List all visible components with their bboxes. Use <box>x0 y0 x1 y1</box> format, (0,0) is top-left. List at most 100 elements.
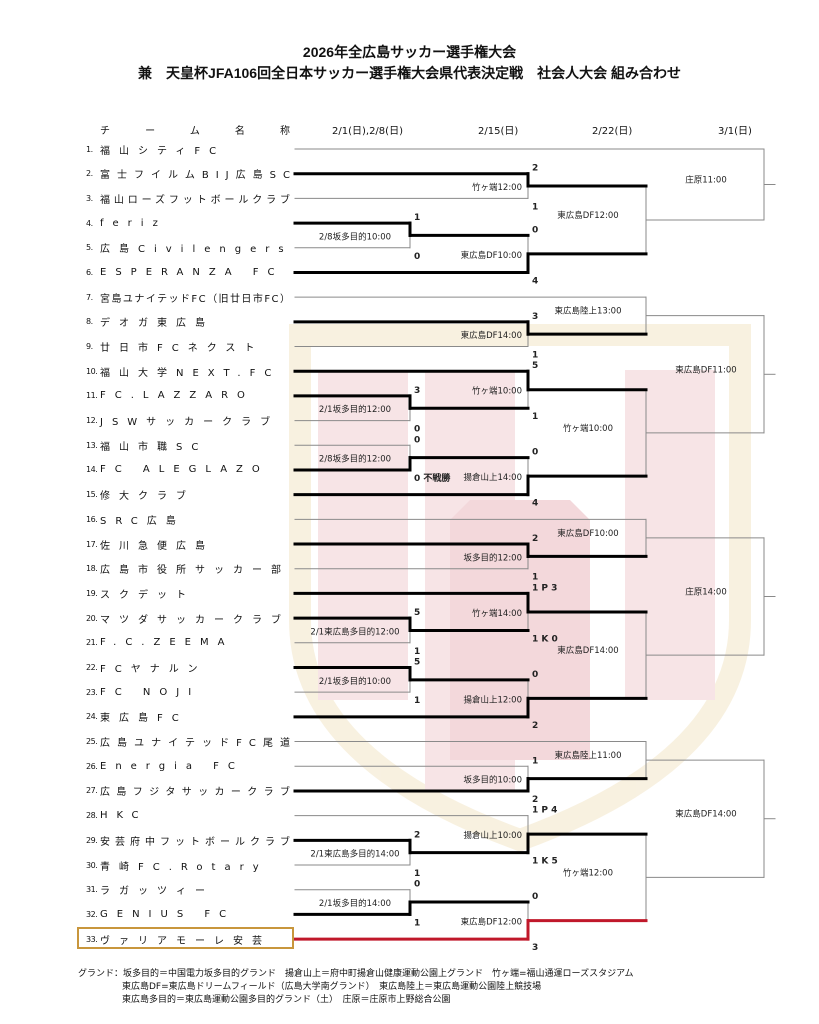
match-score-top: 1 <box>414 213 420 223</box>
team-number: 12. <box>86 416 98 426</box>
team-number: 5. <box>86 243 93 253</box>
match-score-top: 0 <box>532 225 538 235</box>
team-name: デオガ東広島 <box>100 318 214 330</box>
team-name: JSWサッカークラブ <box>100 417 280 429</box>
match-score-top: 0 <box>532 448 538 458</box>
team-number: 24. <box>86 712 98 722</box>
team-row: 8. デオガ東広島 <box>86 314 214 330</box>
team-number: 2. <box>86 169 93 179</box>
round2-date-header: 2/15(日) <box>478 126 519 137</box>
match-venue-label: 竹ヶ端10:00 <box>472 386 522 397</box>
team-number: 7. <box>86 292 93 302</box>
match-score-bottom: 1 <box>532 351 538 361</box>
team-name: ESPERANZA FC <box>100 266 284 278</box>
match-score-bottom: 1 <box>532 573 538 583</box>
team-name: 広島市役所サッカー部 <box>100 565 290 577</box>
match-score-bottom: 4 <box>532 276 538 286</box>
match-score-top: 2 <box>532 534 538 544</box>
match-venue-label: 揚倉山上12:00 <box>464 694 523 705</box>
team-row: 31.ラガッツィー <box>86 882 214 898</box>
team-number: 27. <box>86 786 98 796</box>
match-venue-label: 2/1東広島多目的14:00 <box>310 849 399 860</box>
team-row: 13.福山市職SC <box>86 437 207 453</box>
team-name: F.C.ZEEMA <box>100 637 234 649</box>
team-number: 6. <box>86 267 93 277</box>
team-row: 6. ESPERANZA FC <box>86 264 283 280</box>
team-row: 28.HKC <box>86 808 148 824</box>
team-name: 福山シティFC <box>100 145 226 157</box>
team-row: 18.広島市役所サッカー部 <box>86 561 290 577</box>
match-score-bottom: 0 <box>414 252 420 262</box>
match-venue-label: 庄原11:00 <box>685 174 727 185</box>
team-number: 32. <box>86 909 98 919</box>
team-name: 青崎FC.Rotary <box>100 861 268 873</box>
team-name: マツダサッカークラブ <box>100 614 290 626</box>
team-row: 3.福山ローズフットボールクラブ <box>86 190 294 206</box>
team-name: 福山大学NEXT.FC <box>100 367 281 379</box>
match-venue-label: 東広島DF12:00 <box>557 210 618 221</box>
team-number: 21. <box>86 638 98 648</box>
team-row: 24.東広島FC <box>86 709 188 725</box>
team-name: 福山市職SC <box>100 441 208 453</box>
match-score-bottom: 1 <box>532 202 538 212</box>
team-number: 15. <box>86 490 98 500</box>
team-number: 1. <box>86 144 93 154</box>
team-name: 広島Civilengers <box>100 244 293 256</box>
team-name: GENIUS FC <box>100 908 236 920</box>
match-venue-label: 東広島DF14:00 <box>461 330 522 341</box>
team-number: 9. <box>86 342 93 352</box>
team-row: 2. 富士フイルムBIJ広島SC <box>86 166 297 182</box>
team-row: 33.ヴァリアモーレ安芸 <box>86 931 271 947</box>
match-venue-label: 東広島陸上13:00 <box>555 306 622 317</box>
team-row: 21.F.C.ZEEMA <box>86 635 233 651</box>
team-row: 26.Energia FC <box>86 758 244 774</box>
team-number: 22. <box>86 662 98 672</box>
match-venue-label: 竹ヶ端12:00 <box>563 867 613 878</box>
match-venue-label: 竹ヶ端10:00 <box>563 423 613 434</box>
match-score-top: 0 <box>532 670 538 680</box>
team-row: 9. 廿日市FCネクスト <box>86 339 263 355</box>
match-score-top: 1 P 4 <box>532 806 557 816</box>
match-venue-label: 2/1坂多目的12:00 <box>319 404 391 415</box>
team-name: 修大クラブ <box>100 491 195 503</box>
team-row: 17.佐川急便広島 <box>86 536 214 552</box>
team-name: 廿日市FCネクスト <box>100 343 264 355</box>
match-score-top: 5 <box>532 361 538 371</box>
match-venue-label: 揚倉山上10:00 <box>464 830 523 841</box>
team-row: 7.宮島ユナイテッドFC（旧廿日市FC） <box>86 289 291 305</box>
team-number: 4. <box>86 218 93 228</box>
match-venue-label: 東広島DF10:00 <box>557 528 618 539</box>
match-score-bottom: 0 不戦勝 <box>414 472 451 484</box>
team-row: 11.FC.LAZZARO <box>86 388 254 404</box>
team-row: 27.広島フジタサッカークラブ <box>86 783 296 799</box>
team-number: 31. <box>86 885 98 895</box>
match-venue-label: 2/1東広島多目的12:00 <box>310 626 399 637</box>
match-venue-label: 2/8坂多目的10:00 <box>319 231 391 242</box>
match-venue-label: 庄原14:00 <box>685 587 727 598</box>
team-name: 富士フイルムBIJ広島SC <box>100 170 298 182</box>
match-venue-label: 坂多目的10:00 <box>464 775 523 786</box>
ground-legend-line2: 東広島DF=東広島ドリームフィールド（広島大学南グランド） 東広島陸上＝東広島運… <box>122 982 542 992</box>
team-row: 16.SRC広島 <box>86 511 185 527</box>
match-venue-label: 東広島DF11:00 <box>675 364 736 375</box>
team-row: 29.安芸府中フットボールクラブ <box>86 832 295 848</box>
team-number: 29. <box>86 835 98 845</box>
team-number: 8. <box>86 317 93 327</box>
match-score-top: 0 <box>532 892 538 902</box>
match-score-bottom: 2 <box>532 795 538 805</box>
team-row: 20.マツダサッカークラブ <box>86 610 290 626</box>
team-name: ヴァリアモーレ安芸 <box>100 935 271 947</box>
team-row: 25.広島ユナイテッドFC尾道 <box>86 734 297 750</box>
ground-legend-line3: 東広島多目的＝東広島運動公園多目的グランド（土） 庄原＝庄原市上野総合公園 <box>122 995 451 1005</box>
page-subtitle: 兼 天皇杯JFA106回全日本サッカー選手権大会県代表決定戦 社会人大会 組み合… <box>138 65 681 81</box>
match-score-bottom: 1 K 5 <box>532 857 558 867</box>
team-name: 広島ユナイテッドFC尾道 <box>100 738 298 750</box>
match-score-bottom: 1 <box>414 647 420 657</box>
match-score-top: 1 <box>532 756 538 766</box>
match-score-bottom: 4 <box>532 499 538 509</box>
match-venue-label: 竹ヶ端12:00 <box>472 182 522 193</box>
team-number: 25. <box>86 737 98 747</box>
team-name: feriz <box>100 217 167 229</box>
match-venue-label: 坂多目的12:00 <box>464 552 523 563</box>
